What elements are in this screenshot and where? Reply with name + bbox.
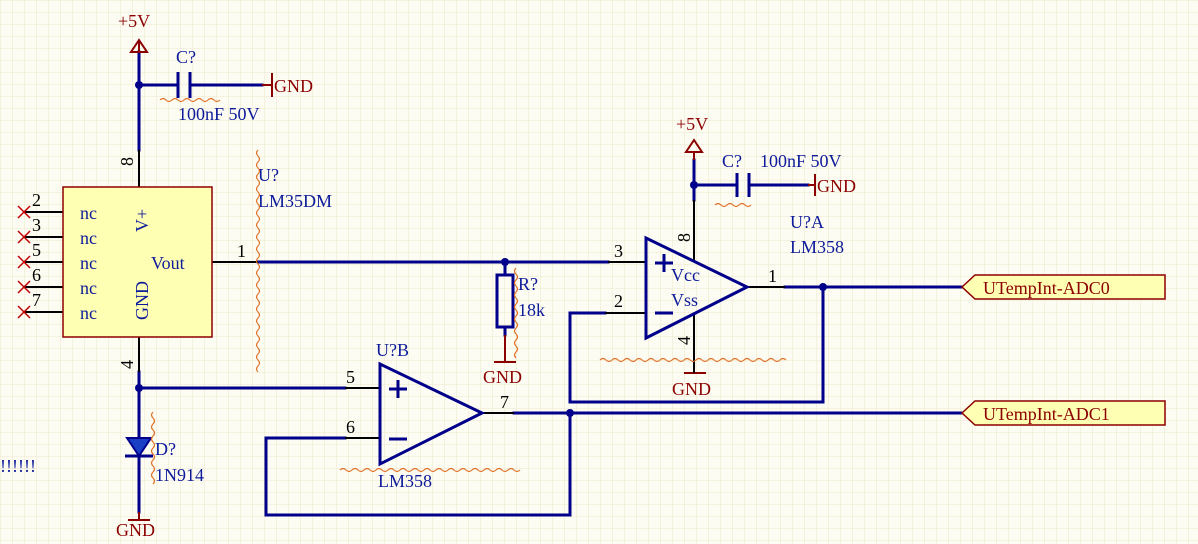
- nc-label: nc: [80, 228, 97, 248]
- pin-number: 7: [32, 290, 41, 310]
- gnd-label: GND: [274, 76, 313, 96]
- junction-dot: [501, 258, 509, 266]
- vplus-label: V+: [132, 209, 152, 232]
- pin-number: 4: [674, 336, 694, 345]
- part-name: LM358: [378, 471, 432, 491]
- pin-number: 6: [32, 265, 41, 285]
- part-name: LM358: [790, 237, 844, 257]
- junction-dots: [135, 81, 827, 417]
- cap-designator: C?: [722, 151, 742, 171]
- diode-designator: D?: [155, 439, 176, 459]
- junction-dot: [566, 409, 574, 417]
- gnd-label: GND: [672, 379, 711, 399]
- cap-value: 100nF 50V: [178, 104, 260, 124]
- part-name: LM35DM: [258, 191, 332, 211]
- vcc-label: +5V: [676, 114, 708, 134]
- capacitor-right[interactable]: C? 100nF 50V: [714, 151, 842, 208]
- pin-number: 4: [117, 360, 137, 369]
- gnd-symbol-resistor: GND: [483, 335, 522, 387]
- pin-number: 3: [32, 215, 41, 235]
- resistor-designator: R?: [518, 274, 538, 294]
- port-label: UTempInt-ADC0: [983, 278, 1110, 298]
- pin-number: 5: [346, 367, 355, 387]
- designator: U?B: [376, 340, 409, 360]
- pin-number: 1: [768, 266, 777, 286]
- capacitor-top[interactable]: C? 100nF 50V: [159, 47, 260, 124]
- designator: U?A: [790, 212, 824, 232]
- vout-label: Vout: [151, 253, 185, 273]
- note-text: !!!!!!: [0, 456, 36, 476]
- nc-label: nc: [80, 303, 97, 323]
- vss-pin-label: Vss: [671, 290, 698, 310]
- vcc-symbol-left: +5V: [118, 11, 150, 53]
- pin-number: 8: [674, 233, 694, 242]
- port-adc0[interactable]: UTempInt-ADC0: [960, 274, 1166, 300]
- resistor[interactable]: R? 18k: [495, 267, 545, 359]
- pin-number: 2: [32, 190, 41, 210]
- junction-dot: [690, 181, 698, 189]
- vcc-symbol-right: +5V: [676, 114, 708, 160]
- opamp-a[interactable]: Vcc Vss 3 2 1 8 4 U?A LM358: [599, 200, 844, 373]
- pin-number: 7: [500, 392, 509, 412]
- resistor-value: 18k: [518, 300, 545, 320]
- gnd-label: GND: [817, 176, 856, 196]
- cap-value: 100nF 50V: [760, 151, 842, 171]
- junction-dot: [819, 283, 827, 291]
- wires: [137, 50, 964, 517]
- gnd-label: GND: [116, 520, 155, 540]
- pin-number: 8: [117, 157, 137, 166]
- vcc-pin-label: Vcc: [671, 265, 700, 285]
- designator: U?: [258, 165, 279, 185]
- pin-number: 5: [32, 240, 41, 260]
- vcc-label: +5V: [118, 11, 150, 31]
- gnd-symbol-top: GND: [262, 73, 313, 97]
- pin-number: 1: [237, 241, 246, 261]
- diode[interactable]: D? 1N914: [125, 411, 204, 485]
- opamp-b[interactable]: 5 6 7 U?B LM358: [339, 340, 521, 491]
- pin-number: 3: [614, 241, 623, 261]
- gnd-label: GND: [483, 367, 522, 387]
- nc-label: nc: [80, 278, 97, 298]
- pin-number: 6: [346, 417, 355, 437]
- port-adc1[interactable]: UTempInt-ADC1: [960, 400, 1166, 426]
- port-label: UTempInt-ADC1: [983, 404, 1110, 424]
- gnd-symbol-diode: GND: [116, 512, 155, 540]
- gnd-pin-label: GND: [132, 281, 152, 320]
- cap-designator: C?: [176, 47, 196, 67]
- diode-part: 1N914: [155, 465, 204, 485]
- nc-label: nc: [80, 203, 97, 223]
- junction-dot: [135, 384, 143, 392]
- lm35-sensor[interactable]: 2 3 5 6 7 nc nc nc nc nc Vout V+ GND 8 4…: [17, 149, 332, 373]
- junction-dot: [135, 81, 143, 89]
- pin-number: 2: [614, 291, 623, 311]
- nc-label: nc: [80, 253, 97, 273]
- gnd-symbol-right-cap: GND: [808, 174, 856, 196]
